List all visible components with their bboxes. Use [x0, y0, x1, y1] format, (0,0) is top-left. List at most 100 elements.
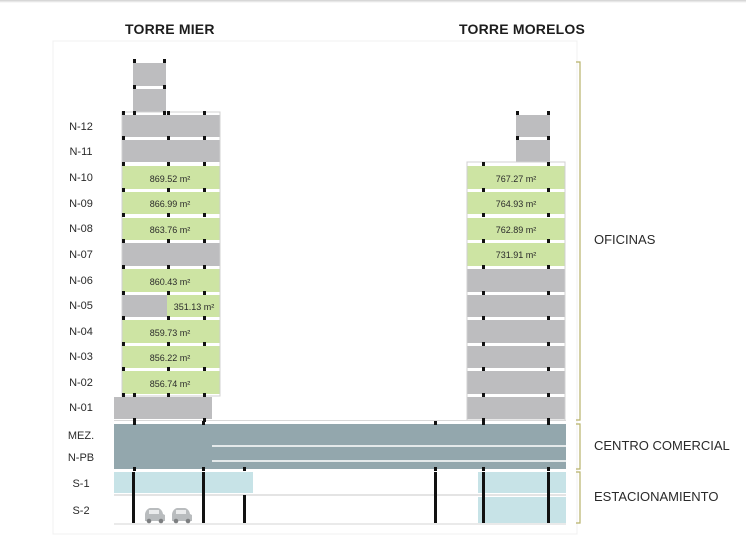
column-mark	[167, 111, 170, 115]
column-mark	[167, 342, 170, 346]
column-mark	[133, 111, 136, 115]
morelos-floor-n09	[467, 192, 565, 214]
mier-floor-n11	[122, 140, 220, 162]
tower-column-marks	[122, 59, 550, 422]
mier-floor-n08	[122, 218, 220, 240]
morelos-roof-lower	[516, 140, 550, 162]
morelos-floor-n10	[467, 166, 565, 189]
column-mark	[482, 291, 485, 295]
column-mark	[167, 316, 170, 320]
column-mark	[516, 136, 519, 140]
column-mark	[167, 162, 170, 166]
column-mark	[203, 342, 206, 346]
column-mark	[167, 367, 170, 371]
column-mark	[547, 316, 550, 320]
mier-floor-n02	[122, 371, 220, 394]
column-mark	[547, 213, 550, 217]
column-mark	[482, 188, 485, 192]
column-mark	[167, 291, 170, 295]
tower-title-morelos: TORRE MORELOS	[459, 21, 586, 37]
mier-floor-n06	[122, 269, 220, 292]
column-mark	[122, 316, 125, 320]
tower-title-mier: TORRE MIER	[125, 21, 215, 37]
column-mark	[167, 213, 170, 217]
column-mark	[203, 367, 206, 371]
column-mark	[482, 393, 485, 397]
morelos-roof-upper	[516, 115, 550, 137]
column-mark	[482, 418, 485, 422]
column-mark	[133, 85, 136, 89]
level-label-n04: N-04	[69, 326, 93, 338]
column-mark	[163, 85, 166, 89]
level-label-n06: N-06	[69, 275, 93, 287]
level-label-s2: S-2	[72, 505, 90, 517]
column-p2	[202, 472, 205, 523]
column-mark	[203, 162, 206, 166]
column-mark	[482, 239, 485, 243]
mier-roof-upper	[133, 63, 166, 86]
column-mark	[122, 265, 125, 269]
bracket-commercial	[576, 423, 581, 470]
morelos-floor-n05	[467, 295, 565, 317]
column-mark	[122, 342, 125, 346]
top-shadow-line	[0, 0, 746, 3]
section-label-commercial: CENTRO COMERCIAL	[594, 438, 730, 453]
column-mark	[122, 291, 125, 295]
level-label-mez: MEZ.	[67, 430, 95, 442]
column-mark	[203, 265, 206, 269]
mier-floor-n10	[122, 166, 220, 189]
column-mark	[547, 265, 550, 269]
area-label-mier-n02: 856.74 m²	[149, 379, 191, 389]
level-label-n09: N-09	[69, 198, 93, 210]
column-mark	[122, 393, 125, 397]
area-label-mier-n06: 860.43 m²	[149, 277, 191, 287]
area-label-mier-n08: 863.76 m²	[149, 225, 191, 235]
column-mark	[122, 111, 125, 115]
podium-column-marks	[133, 421, 550, 471]
level-label-n05: N-05	[69, 300, 93, 312]
area-label-mier-n05: 351.13 m²	[173, 302, 215, 312]
column-mark	[167, 239, 170, 243]
morelos-floor-n01	[467, 397, 565, 419]
column-mark	[167, 188, 170, 192]
area-label-morelos-n10: 767.27 m²	[495, 174, 537, 184]
column-mark	[547, 162, 550, 166]
morelos-floor-n04	[467, 320, 565, 343]
mier-floor-n12	[122, 115, 220, 137]
mier-floor-n01	[114, 397, 212, 419]
area-label-mier-n03: 856.22 m²	[149, 353, 191, 363]
column-p6	[547, 472, 550, 523]
mier-floor-n05-green	[167, 295, 220, 317]
column-mark	[547, 418, 550, 422]
column-mark	[547, 188, 550, 192]
morelos-floor-n08	[467, 218, 565, 240]
column-mark	[167, 265, 170, 269]
level-label-n10: N-10	[69, 172, 93, 184]
column-mark	[203, 418, 206, 422]
column-mark	[547, 367, 550, 371]
area-label-mier-n10: 869.52 m²	[149, 174, 191, 184]
level-label-n07: N-07	[69, 249, 93, 261]
parking-s2-morelos	[478, 497, 566, 523]
morelos-floor-n02	[467, 371, 565, 394]
area-label-morelos-n08: 762.89 m²	[495, 225, 537, 235]
column-mark	[203, 136, 206, 140]
column-mark	[122, 162, 125, 166]
drawing-frame	[52, 40, 578, 535]
column-mark	[203, 188, 206, 192]
parking-s1-mier	[114, 472, 253, 493]
morelos-floor-n03	[467, 346, 565, 368]
column-mark	[547, 111, 550, 115]
column-mark	[547, 291, 550, 295]
column-p4	[434, 472, 437, 523]
column-mark	[547, 136, 550, 140]
column-mark	[482, 265, 485, 269]
morelos-floor-n07	[467, 243, 565, 266]
area-label-mier-n04: 859.73 m²	[149, 328, 191, 338]
section-label-parking: ESTACIONAMIENTO	[594, 489, 719, 504]
level-label-n02: N-02	[69, 377, 93, 389]
column-mark	[482, 162, 485, 166]
mier-floor-n04	[122, 320, 220, 343]
column-mark	[203, 291, 206, 295]
